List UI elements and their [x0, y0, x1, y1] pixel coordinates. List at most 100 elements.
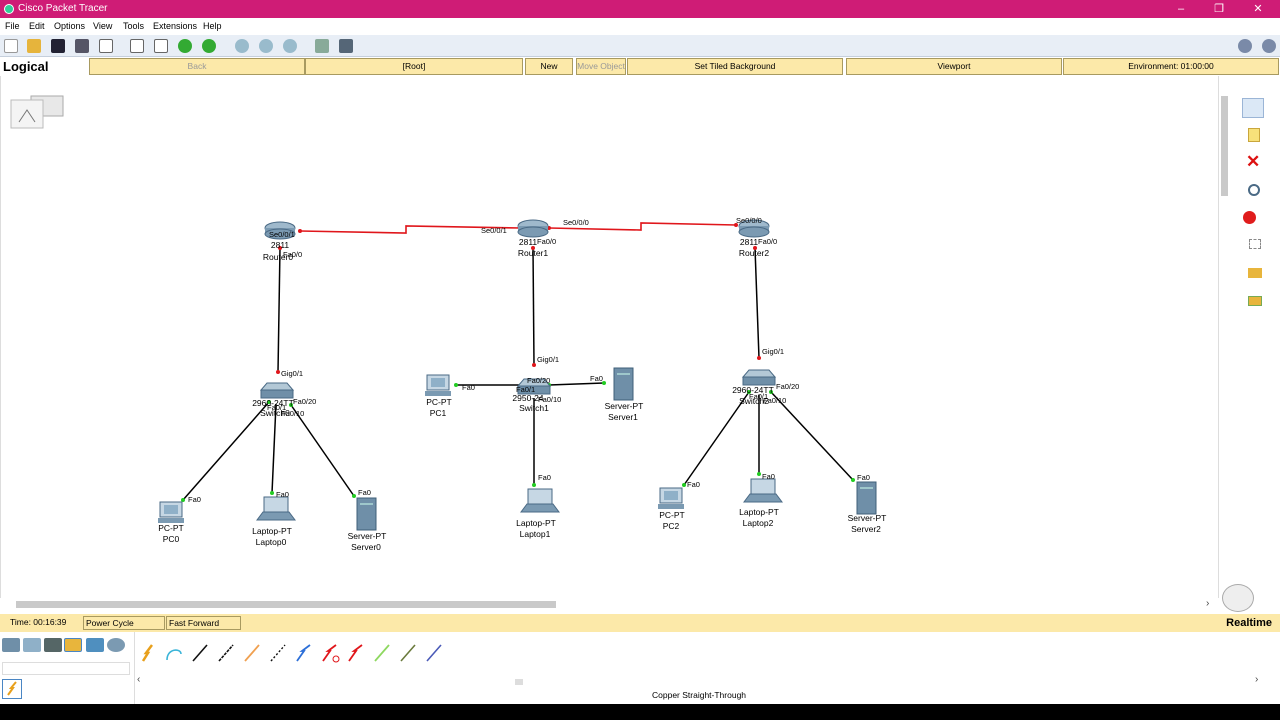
- switch-icon[interactable]: [741, 369, 777, 386]
- router-icon[interactable]: [264, 221, 296, 240]
- realtime-clock-icon[interactable]: [1222, 584, 1254, 612]
- port-label: Fa0/10: [763, 396, 786, 405]
- menu-options[interactable]: Options: [54, 21, 86, 31]
- phone-connection-icon[interactable]: [267, 642, 289, 664]
- server-icon[interactable]: [856, 481, 877, 515]
- zoom-reset-icon[interactable]: [259, 39, 273, 53]
- new-file-icon[interactable]: [4, 39, 18, 53]
- menu-help[interactable]: Help: [203, 21, 222, 31]
- close-window-icon[interactable]: ✕: [1253, 3, 1263, 15]
- note-tool-icon[interactable]: [1248, 128, 1260, 142]
- device-model-label: PC-PT: [659, 510, 685, 520]
- resize-tool-icon[interactable]: [1249, 239, 1261, 249]
- save-icon[interactable]: [51, 39, 65, 53]
- fast-forward-time-button[interactable]: Fast Forward Time: [166, 616, 241, 641]
- paste-icon[interactable]: [154, 39, 168, 53]
- power-cycle-devices-button[interactable]: Power Cycle Devices: [83, 616, 165, 641]
- serial-dte-connection-icon[interactable]: [345, 642, 367, 664]
- print-icon[interactable]: [75, 39, 89, 53]
- redo-icon[interactable]: [202, 39, 216, 53]
- serial-dce-connection-icon[interactable]: [319, 642, 341, 664]
- copper-cross-over-icon[interactable]: [215, 642, 237, 664]
- port-label: Fa0/0: [283, 250, 302, 259]
- device-search-field[interactable]: [2, 662, 130, 675]
- open-folder-icon[interactable]: [27, 39, 41, 53]
- draw-shape-tool-icon[interactable]: [1243, 211, 1256, 224]
- zoom-out-icon[interactable]: [283, 39, 297, 53]
- copper-straight-through-icon[interactable]: [189, 642, 211, 664]
- fiber-connection-icon[interactable]: [241, 642, 263, 664]
- menu-extensions[interactable]: Extensions: [153, 21, 198, 31]
- copy-icon[interactable]: [130, 39, 144, 53]
- device-model-label: Laptop-PT: [516, 518, 556, 528]
- info-icon[interactable]: [1238, 39, 1252, 53]
- vertical-scrollbar[interactable]: [1218, 76, 1230, 598]
- realtime-mode-label[interactable]: Realtime: [1226, 617, 1272, 629]
- octal-connection-icon[interactable]: [371, 642, 393, 664]
- multiuser-icon[interactable]: [107, 638, 125, 652]
- minimize-icon[interactable]: –: [1177, 3, 1185, 15]
- menu-file[interactable]: File: [5, 21, 20, 31]
- pc-icon[interactable]: [158, 501, 184, 523]
- components-icon[interactable]: [44, 638, 62, 652]
- connection-scrollbar[interactable]: ‹ ›: [135, 674, 1265, 687]
- iot-custom-cable-icon[interactable]: [397, 642, 419, 664]
- laptop-icon[interactable]: [256, 496, 296, 521]
- logical-workspace[interactable]: Se0/0/1 Fa0/0 Se0/0/1 Se0/0/0 Fa0/0 Se0/…: [0, 76, 1218, 598]
- status-bar: Time: 00:16:39 Power Cycle Devices Fast …: [0, 614, 1280, 641]
- scroll-left-icon[interactable]: ‹: [137, 674, 141, 685]
- inspect-tool-icon[interactable]: [1248, 184, 1260, 196]
- activity-wizard-icon[interactable]: [99, 39, 113, 53]
- vertical-scroll-thumb[interactable]: [1221, 96, 1228, 196]
- main-toolbar: [0, 35, 1280, 57]
- add-complex-pdu-icon[interactable]: [1248, 296, 1262, 306]
- port-label: Se0/0/0: [736, 216, 762, 225]
- laptop-icon[interactable]: [520, 488, 560, 513]
- zoom-in-icon[interactable]: [235, 39, 249, 53]
- navigation-icon[interactable]: [10, 95, 64, 129]
- select-tool-icon[interactable]: [1242, 98, 1264, 118]
- server-icon[interactable]: [613, 367, 634, 401]
- pc-icon[interactable]: [658, 487, 684, 509]
- maximize-icon[interactable]: ❐: [1214, 3, 1224, 15]
- add-simple-pdu-icon[interactable]: [1248, 268, 1262, 278]
- menu-tools[interactable]: Tools: [123, 21, 145, 31]
- viewport-button[interactable]: Viewport: [846, 58, 1062, 75]
- back-button[interactable]: Back: [89, 58, 305, 75]
- pc-icon[interactable]: [425, 374, 451, 396]
- title-bar: Cisco Packet Tracer – ❐ ✕: [0, 0, 1280, 18]
- connections-icon[interactable]: [64, 638, 82, 652]
- undo-icon[interactable]: [178, 39, 192, 53]
- scroll-right-icon[interactable]: ›: [1255, 674, 1259, 685]
- custom-device-icon[interactable]: [339, 39, 353, 53]
- network-devices-icon[interactable]: [2, 638, 20, 652]
- connection-scroll-thumb[interactable]: [515, 679, 523, 685]
- environment-button[interactable]: Environment: 01:00:00: [1063, 58, 1279, 75]
- router-icon[interactable]: [738, 219, 770, 238]
- horizontal-scroll-thumb[interactable]: [16, 601, 556, 608]
- scroll-right-icon[interactable]: ›: [1206, 598, 1210, 609]
- device-model-label: 2811: [271, 240, 290, 250]
- set-tiled-background-button[interactable]: Set Tiled Background: [627, 58, 843, 75]
- usb-cable-icon[interactable]: [423, 642, 445, 664]
- horizontal-scrollbar[interactable]: ›: [0, 598, 1218, 610]
- automatic-connection-icon[interactable]: [137, 642, 159, 664]
- end-devices-icon[interactable]: [23, 638, 41, 652]
- console-connection-icon[interactable]: [163, 642, 185, 664]
- root-button[interactable]: [Root]: [305, 58, 523, 75]
- laptop-icon[interactable]: [743, 478, 783, 503]
- delete-tool-icon[interactable]: ✕: [1246, 152, 1261, 171]
- coaxial-connection-icon[interactable]: [293, 642, 315, 664]
- switch-icon[interactable]: [259, 382, 295, 399]
- menu-edit[interactable]: Edit: [29, 21, 45, 31]
- move-object-button[interactable]: Move Object: [576, 58, 626, 75]
- switch-icon[interactable]: [516, 378, 552, 395]
- help-icon[interactable]: [1262, 39, 1276, 53]
- router-icon[interactable]: [517, 219, 549, 238]
- server-icon[interactable]: [356, 497, 377, 531]
- menu-view[interactable]: View: [93, 21, 113, 31]
- new-cluster-button[interactable]: New Cluster: [525, 58, 573, 86]
- palette-icon[interactable]: [315, 39, 329, 53]
- selected-connection-icon[interactable]: [2, 679, 22, 699]
- miscellaneous-icon[interactable]: [86, 638, 104, 652]
